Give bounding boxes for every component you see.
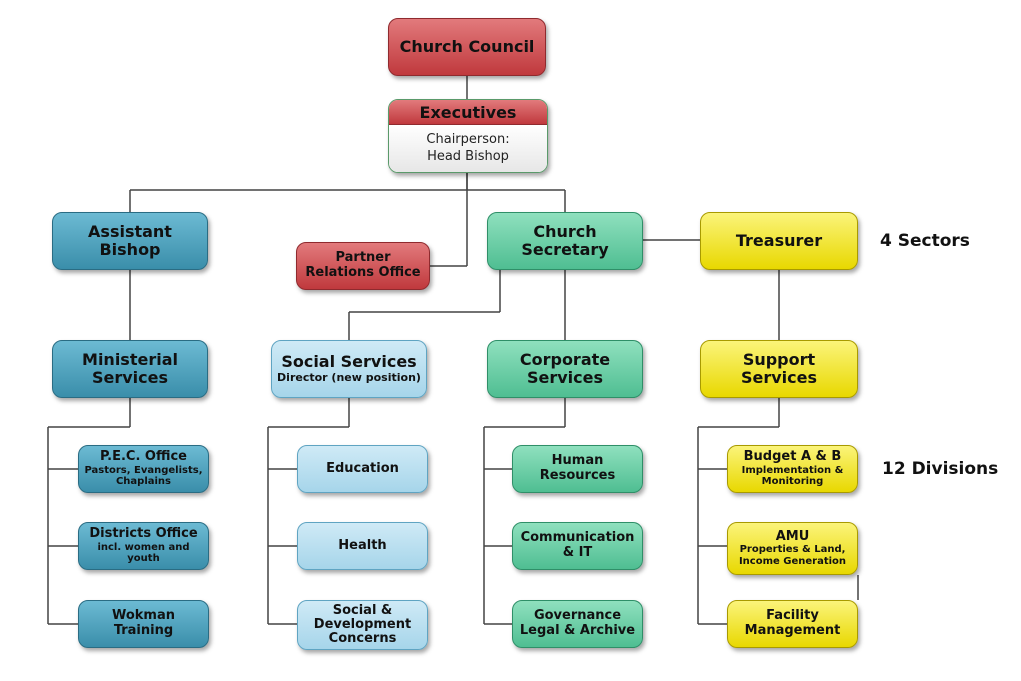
human-resources-box: Human Resources xyxy=(512,445,643,493)
executives-line2: Head Bishop xyxy=(427,149,509,164)
districts-office-sub2: youth xyxy=(127,553,160,565)
support-line1: Support xyxy=(742,349,816,369)
social-services-subtitle: Director (new position) xyxy=(277,370,421,384)
human-resources-line2: Resources xyxy=(539,468,616,483)
church-secretary-line1: Church xyxy=(533,221,597,241)
social-services-box: Social Services Director (new position) xyxy=(271,340,427,398)
districts-office-sub1: incl. women and xyxy=(97,541,190,553)
executives-body: Chairperson: Head Bishop xyxy=(389,125,547,172)
assistant-bishop-line2: Bishop xyxy=(99,240,161,259)
executives-title: Executives xyxy=(389,100,547,125)
facility-line2: Management xyxy=(744,623,841,638)
facility-management-box: Facility Management xyxy=(727,600,858,648)
health-box: Health xyxy=(297,522,428,570)
districts-office-title: Districts Office xyxy=(89,526,198,542)
amu-sub1: Properties & Land, xyxy=(739,544,846,556)
corporate-line1: Corporate xyxy=(519,349,611,369)
communication-line1: Communication xyxy=(520,530,635,546)
support-services-box: Support Services xyxy=(700,340,858,398)
church-secretary-line2: Secretary xyxy=(521,240,609,259)
corporate-line2: Services xyxy=(526,368,604,387)
social-dev-line1: Social & xyxy=(332,602,393,618)
treasurer-box: Treasurer xyxy=(700,212,858,270)
budget-sub2: Monitoring xyxy=(761,476,824,488)
health-label: Health xyxy=(338,537,387,553)
support-line2: Services xyxy=(740,368,818,387)
governance-line1: Governance xyxy=(533,608,622,624)
amu-sub2: Income Generation xyxy=(738,555,847,567)
budget-sub1: Implementation & xyxy=(741,464,844,476)
budget-box: Budget A & B Implementation & Monitoring xyxy=(727,445,858,493)
sectors-label: 4 Sectors xyxy=(880,231,970,251)
communication-it-box: Communication & IT xyxy=(512,522,643,570)
wokman-training-box: Wokman Training xyxy=(78,600,209,648)
corporate-services-box: Corporate Services xyxy=(487,340,643,398)
partner-relations-line1: Partner xyxy=(335,250,391,266)
executives-box: Executives Chairperson: Head Bishop xyxy=(388,99,548,173)
treasurer-label: Treasurer xyxy=(735,230,823,250)
church-council-box: Church Council xyxy=(388,18,546,76)
divisions-label: 12 Divisions xyxy=(882,459,999,479)
social-development-box: Social & Development Concerns xyxy=(297,600,428,650)
wokman-line2: Training xyxy=(113,623,174,638)
social-dev-line2: Development xyxy=(313,616,412,632)
social-services-title: Social Services xyxy=(281,352,417,372)
pec-office-sub1: Pastors, Evangelists, xyxy=(84,464,203,476)
budget-title: Budget A & B xyxy=(743,449,842,465)
education-label: Education xyxy=(326,460,399,476)
church-council-label: Church Council xyxy=(399,36,535,56)
ministerial-line2: Services xyxy=(91,368,169,387)
assistant-bishop-box: Assistant Bishop xyxy=(52,212,208,270)
social-dev-line3: Concerns xyxy=(328,631,397,647)
pec-office-sub2: Chaplains xyxy=(115,476,172,488)
amu-box: AMU Properties & Land, Income Generation xyxy=(727,522,858,575)
education-box: Education xyxy=(297,445,428,493)
church-secretary-box: Church Secretary xyxy=(487,212,643,270)
partner-relations-box: Partner Relations Office xyxy=(296,242,430,290)
communication-line2: & IT xyxy=(562,545,593,560)
assistant-bishop-line1: Assistant xyxy=(88,221,172,241)
pec-office-box: P.E.C. Office Pastors, Evangelists, Chap… xyxy=(78,445,209,493)
pec-office-title: P.E.C. Office xyxy=(100,449,187,465)
amu-title: AMU xyxy=(775,528,810,544)
wokman-line1: Wokman xyxy=(111,608,176,624)
partner-relations-line2: Relations Office xyxy=(305,265,421,280)
ministerial-line1: Ministerial xyxy=(82,349,178,369)
ministerial-services-box: Ministerial Services xyxy=(52,340,208,398)
governance-line2: Legal & Archive xyxy=(519,623,636,638)
human-resources-line1: Human xyxy=(551,453,604,469)
districts-office-box: Districts Office incl. women and youth xyxy=(78,522,209,570)
executives-line1: Chairperson: xyxy=(426,132,510,148)
facility-line1: Facility xyxy=(766,608,819,624)
governance-box: Governance Legal & Archive xyxy=(512,600,643,648)
